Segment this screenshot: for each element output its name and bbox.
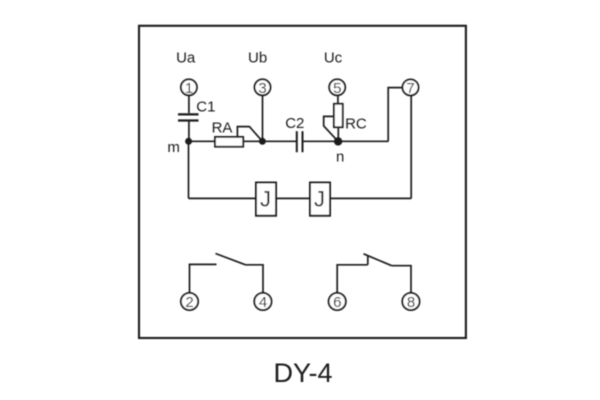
svg-text:1: 1 bbox=[185, 80, 193, 97]
svg-text:RC: RC bbox=[345, 116, 367, 133]
svg-text:7: 7 bbox=[406, 80, 414, 97]
svg-text:3: 3 bbox=[258, 80, 266, 97]
svg-text:Ua: Ua bbox=[176, 50, 196, 67]
svg-text:C2: C2 bbox=[285, 115, 304, 132]
svg-text:DY-4: DY-4 bbox=[273, 358, 332, 388]
svg-text:J: J bbox=[314, 186, 325, 211]
svg-text:6: 6 bbox=[333, 294, 341, 311]
svg-text:8: 8 bbox=[407, 294, 415, 311]
svg-text:n: n bbox=[336, 149, 344, 166]
svg-text:RA: RA bbox=[212, 119, 233, 136]
svg-text:4: 4 bbox=[259, 294, 267, 311]
svg-text:C1: C1 bbox=[196, 99, 215, 116]
svg-text:Ub: Ub bbox=[248, 50, 267, 67]
svg-text:5: 5 bbox=[333, 80, 341, 97]
svg-text:Uc: Uc bbox=[324, 50, 343, 67]
svg-text:J: J bbox=[260, 186, 271, 211]
svg-text:2: 2 bbox=[185, 294, 193, 311]
svg-text:m: m bbox=[167, 139, 180, 156]
